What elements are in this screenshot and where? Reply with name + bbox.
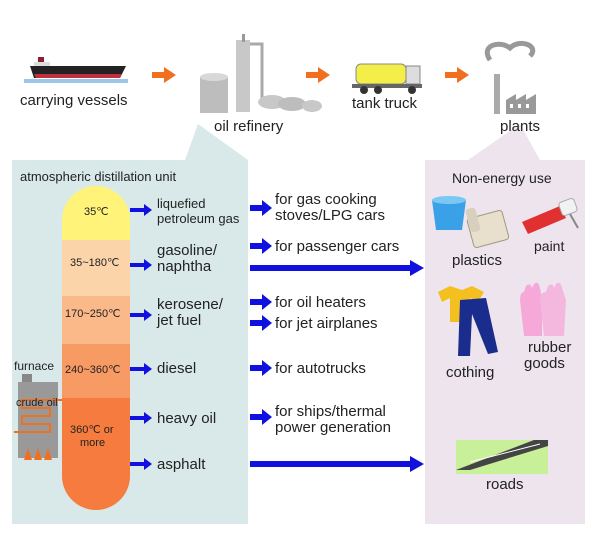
long-arrow-plastics xyxy=(250,260,424,276)
truck-label: tank truck xyxy=(352,95,418,112)
product-asphalt: asphalt xyxy=(157,456,206,473)
flow-arrow-3 xyxy=(445,67,469,83)
vessels-label: carrying vessels xyxy=(20,92,128,109)
paint-roller-icon xyxy=(522,198,579,234)
plants-callout xyxy=(468,124,540,160)
paint-label: paint xyxy=(534,238,565,254)
plastics-label: plastics xyxy=(452,252,503,269)
use-oil-heaters: for oil heaters xyxy=(275,294,366,311)
temp-lpg: 35℃ xyxy=(84,206,109,218)
furnace-label: furnace xyxy=(14,359,55,373)
use-arrow-lpg xyxy=(250,200,272,216)
refinery-icon xyxy=(200,34,322,113)
tower-arrow-heavy xyxy=(130,412,152,424)
use-gasoline: for passenger cars xyxy=(275,238,400,255)
refinery-label: oil refinery xyxy=(214,118,284,135)
product-heavy-oil: heavy oil xyxy=(157,410,217,427)
use-arrow-heaters xyxy=(250,294,272,310)
temp-diesel: 240~360℃ xyxy=(65,364,121,376)
product-kerosene: kerosene/jet fuel xyxy=(157,296,223,329)
use-autotrucks: for autotrucks xyxy=(275,360,366,377)
nonenergy-title: Non-energy use xyxy=(452,170,552,186)
product-gasoline: gasoline/naphtha xyxy=(157,242,218,275)
long-arrow-roads xyxy=(250,456,424,472)
tower-arrow-gasoline xyxy=(130,259,152,271)
pants-icon xyxy=(458,298,498,356)
road-icon xyxy=(456,440,548,474)
tower-arrow-kerosene xyxy=(130,309,152,321)
furnace-icon xyxy=(14,374,62,460)
tower-arrow-asphalt xyxy=(130,458,152,470)
tower-arrow-diesel xyxy=(130,363,152,375)
refinery-callout xyxy=(185,124,248,160)
roads-label: roads xyxy=(486,476,524,493)
crude-oil-label: crude oil xyxy=(16,397,58,409)
gloves-icon xyxy=(520,282,566,336)
clothing-label: cothing xyxy=(446,364,495,381)
use-jet: for jet airplanes xyxy=(275,315,378,332)
ship-icon xyxy=(24,57,128,83)
flow-arrow-2 xyxy=(306,67,330,83)
use-arrow-autotrucks xyxy=(250,360,272,376)
temp-gasoline: 35~180℃ xyxy=(70,257,120,269)
tower-arrow-lpg xyxy=(130,204,152,216)
temp-kerosene: 170~250℃ xyxy=(65,308,121,320)
flow-arrow-1 xyxy=(152,67,176,83)
plants-label: plants xyxy=(500,118,541,135)
truck-icon xyxy=(352,63,422,94)
distillation-title: atmospheric distillation unit xyxy=(20,169,177,184)
product-diesel: diesel xyxy=(157,360,197,377)
distillation-tower xyxy=(62,186,130,510)
use-arrow-jet xyxy=(250,315,272,331)
factory-icon xyxy=(485,41,536,114)
use-arrow-gasoline xyxy=(250,238,272,254)
use-arrow-ships xyxy=(250,409,272,425)
telephone-icon xyxy=(465,207,510,248)
bucket-icon xyxy=(432,196,466,230)
